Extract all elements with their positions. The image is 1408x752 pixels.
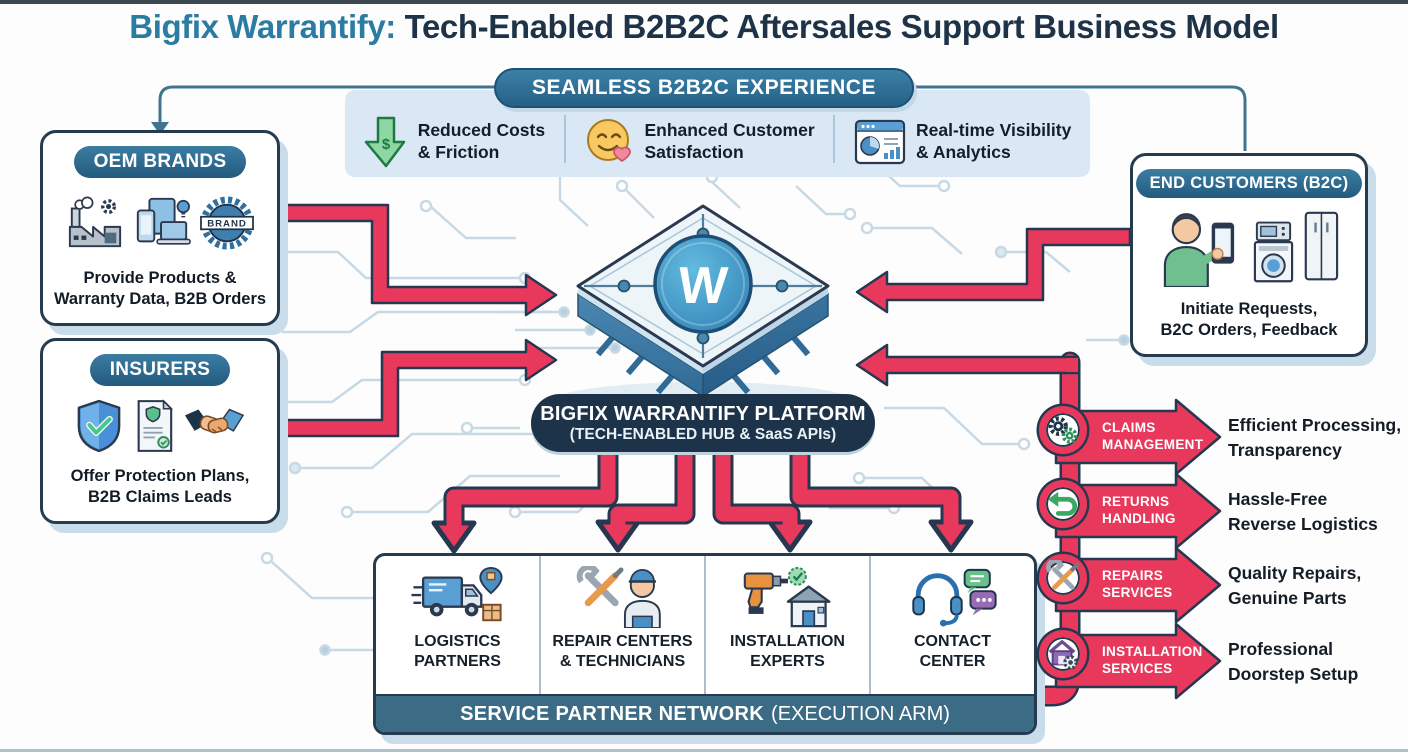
claims-management-badge — [1039, 406, 1087, 454]
chip-nodes — [617, 227, 789, 345]
partner-repair-centers: REPAIR CENTERS& TECHNICIANS — [539, 556, 704, 694]
platform-logo: W — [676, 257, 730, 315]
handshake-icon — [184, 408, 245, 434]
gears-icon — [1048, 416, 1078, 444]
end-customers-description: Initiate Requests,B2C Orders, Feedback — [1160, 299, 1338, 339]
return-arrow-icon — [1047, 491, 1078, 516]
crossed-tools-icon — [1046, 560, 1080, 590]
drill-house-icon — [743, 566, 831, 628]
page-title: Bigfix Warrantify: Tech-Enabled B2B2C Af… — [0, 8, 1408, 46]
divider — [563, 114, 566, 163]
bus-to-platform-arrow — [855, 343, 1080, 387]
network-footer-title: SERVICE PARTNER NETWORK — [460, 702, 765, 725]
brand-name: Bigfix Warrantify: — [129, 8, 396, 45]
oem-brands-box: OEM BRANDS — [40, 130, 280, 326]
partner-label: REPAIR CENTERS& TECHNICIANS — [552, 633, 693, 670]
cost-reduction-arrow-icon: $ — [364, 116, 405, 167]
service-output-arrows — [1054, 398, 1222, 700]
benefit-realtime-visibility: Real-time Visibility& Analytics — [854, 119, 1071, 165]
returns-handling-badge — [1039, 480, 1087, 528]
down-arrowhead-icon — [151, 122, 169, 135]
analytics-dashboard-icon — [854, 119, 906, 164]
end-customers-icons-row — [1157, 198, 1341, 299]
benefit-label: Real-time Visibility& Analytics — [916, 120, 1072, 162]
customers-to-platform-arrow — [855, 227, 1132, 314]
house-gear-icon — [1048, 640, 1078, 670]
insurers-icons-row — [75, 386, 245, 466]
experience-banner: SEAMLESS B2B2C EXPERIENCE — [494, 68, 914, 108]
insurers-title: INSURERS — [89, 354, 231, 386]
customer-with-phone-icon — [1163, 213, 1235, 288]
insurers-box: INSURERS — [40, 338, 280, 524]
platform-label-pill: BIGFIX WARRANTIFY PLATFORM (TECH-ENABLED… — [531, 394, 875, 452]
bottom-edge-strip — [0, 749, 1408, 752]
repair-tools-technician-icon — [576, 566, 661, 628]
network-footer-bar: SERVICE PARTNER NETWORK (EXECUTION ARM) — [376, 694, 1034, 732]
policy-document-icon — [137, 399, 174, 452]
benefit-label: Reduced Costs& Friction — [417, 120, 546, 162]
claims-management-benefit: Efficient Processing,Transparency — [1228, 415, 1402, 460]
oem-description: Provide Products &Warranty Data, B2B Ord… — [53, 268, 267, 308]
title-rest: Tech-Enabled B2B2C Aftersales Support Bu… — [404, 8, 1279, 45]
brand-badge-text: BRAND — [207, 218, 247, 229]
platform-subtitle: (TECH-ENABLED HUB & SaaS APIs) — [569, 425, 837, 443]
platform-chip-illustration: W — [551, 204, 855, 422]
svg-text:$: $ — [382, 136, 391, 153]
customer-satisfaction-smiley-icon — [587, 118, 632, 162]
repairs-services-benefit: Quality Repairs,Genuine Parts — [1228, 563, 1362, 608]
platform-title: BIGFIX WARRANTIFY PLATFORM — [540, 402, 866, 425]
insurers-to-platform-arrow — [276, 338, 558, 438]
benefit-reduced-costs: $ Reduced Costs& Friction — [364, 116, 545, 168]
end-customers-box: END CUSTOMERS (B2C) — [1130, 153, 1368, 357]
divider — [833, 114, 836, 163]
oem-icons-row: BRAND — [66, 178, 254, 268]
devices-icon — [136, 197, 191, 245]
platform-to-network-arrows — [431, 446, 974, 554]
headset-chat-icon — [911, 568, 997, 627]
network-footer-subtitle: (EXECUTION ARM) — [771, 702, 950, 725]
experience-benefits-panel: $ Reduced Costs& Friction Enhanced Custo… — [345, 90, 1090, 177]
factory-icon — [68, 196, 122, 248]
end-customers-title: END CUSTOMERS (B2C) — [1135, 169, 1363, 198]
chip-pins — [595, 333, 811, 395]
oem-to-platform-arrow — [276, 203, 558, 317]
oem-brands-title: OEM BRANDS — [73, 146, 247, 178]
insurers-description: Offer Protection Plans,B2B Claims Leads — [70, 466, 250, 506]
brand-badge-icon: BRAND — [200, 196, 254, 250]
appliances-icon — [1253, 212, 1339, 283]
shield-check-icon — [77, 399, 121, 453]
delivery-truck-icon — [411, 566, 503, 622]
installation-services-badge — [1039, 630, 1087, 678]
top-edge-strip — [0, 0, 1408, 4]
repairs-services-badge — [1039, 554, 1087, 602]
